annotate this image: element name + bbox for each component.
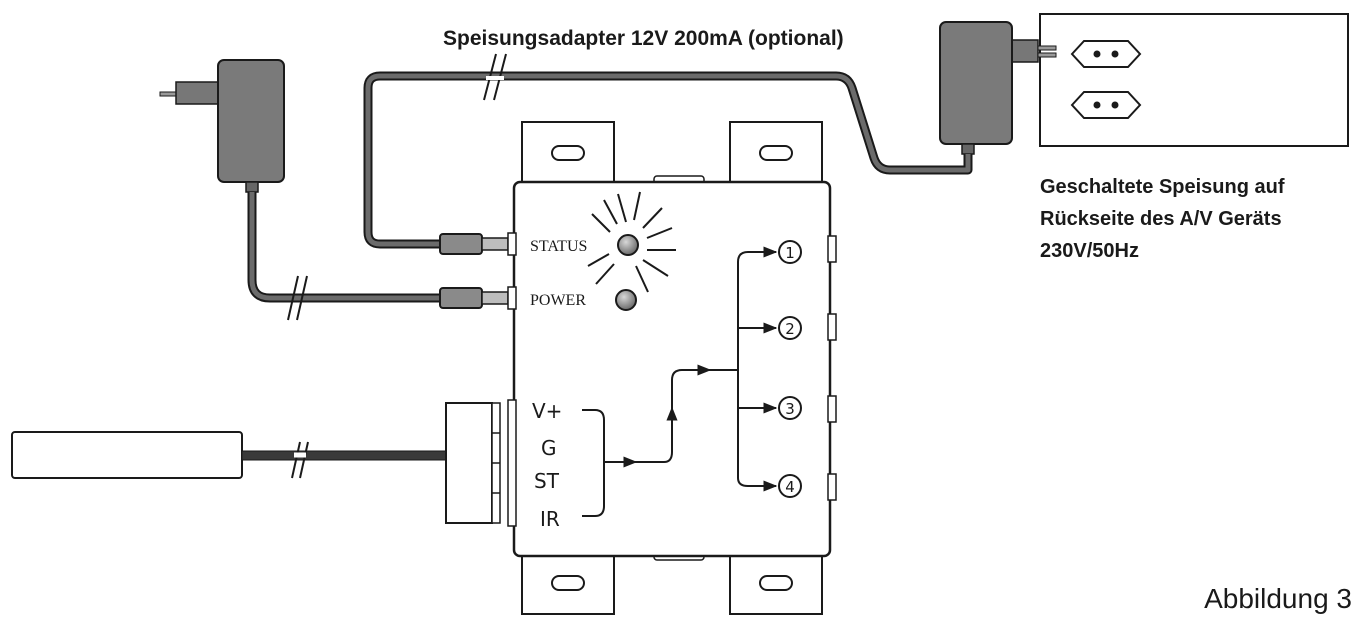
pin-label-ir: IR bbox=[540, 507, 560, 531]
power-led bbox=[615, 289, 637, 311]
output-port-1: 1 bbox=[778, 240, 802, 264]
power-adapter-optional bbox=[939, 21, 1057, 155]
svg-text:1: 1 bbox=[785, 244, 795, 262]
mounting-tab-top-right bbox=[729, 121, 823, 185]
ir-receiver bbox=[11, 431, 448, 479]
signal-routing bbox=[582, 246, 778, 517]
output-port-2: 2 bbox=[778, 316, 802, 340]
status-led-rays bbox=[587, 191, 676, 293]
svg-text:230V/50Hz: 230V/50Hz bbox=[1040, 240, 1139, 262]
pin-label-vplus: V+ bbox=[532, 399, 562, 423]
output-port-3: 3 bbox=[778, 396, 802, 420]
cable-power bbox=[247, 192, 440, 321]
svg-text:Rückseite des A/V Geräts: Rückseite des A/V Geräts bbox=[1040, 208, 1282, 230]
svg-text:Geschaltete Speisung auf: Geschaltete Speisung auf bbox=[1040, 176, 1285, 198]
power-adapter bbox=[159, 59, 285, 193]
cable-status bbox=[363, 53, 973, 249]
power-plug bbox=[439, 287, 509, 309]
switched-power-label: Geschaltete Speisung auf Rückseite des A… bbox=[1040, 176, 1285, 262]
svg-text:4: 4 bbox=[785, 478, 795, 496]
svg-text:2: 2 bbox=[785, 320, 795, 338]
socket-outlet-1 bbox=[1070, 40, 1142, 68]
adapter-label: Speisungsadapter 12V 200mA (optional) bbox=[443, 27, 844, 50]
pin-label-g: G bbox=[541, 436, 557, 460]
terminal-block bbox=[445, 402, 501, 524]
status-label: STATUS bbox=[530, 238, 587, 255]
figure-caption: Abbildung 3 bbox=[1204, 583, 1352, 614]
output-port-4: 4 bbox=[778, 474, 802, 498]
svg-text:3: 3 bbox=[785, 400, 795, 418]
mounting-tab-top-left bbox=[521, 121, 615, 185]
mounting-tab-bottom-left bbox=[521, 551, 615, 615]
status-led bbox=[617, 234, 639, 256]
status-plug bbox=[439, 233, 509, 255]
socket-outlet-2 bbox=[1070, 91, 1142, 119]
pin-label-st: ST bbox=[534, 469, 560, 493]
power-label: POWER bbox=[530, 292, 586, 309]
mounting-tab-bottom-right bbox=[729, 551, 823, 615]
wall-socket-panel bbox=[1039, 13, 1349, 147]
ir-distribution-device: STATUS POWER V+ G ST IR bbox=[507, 121, 837, 615]
